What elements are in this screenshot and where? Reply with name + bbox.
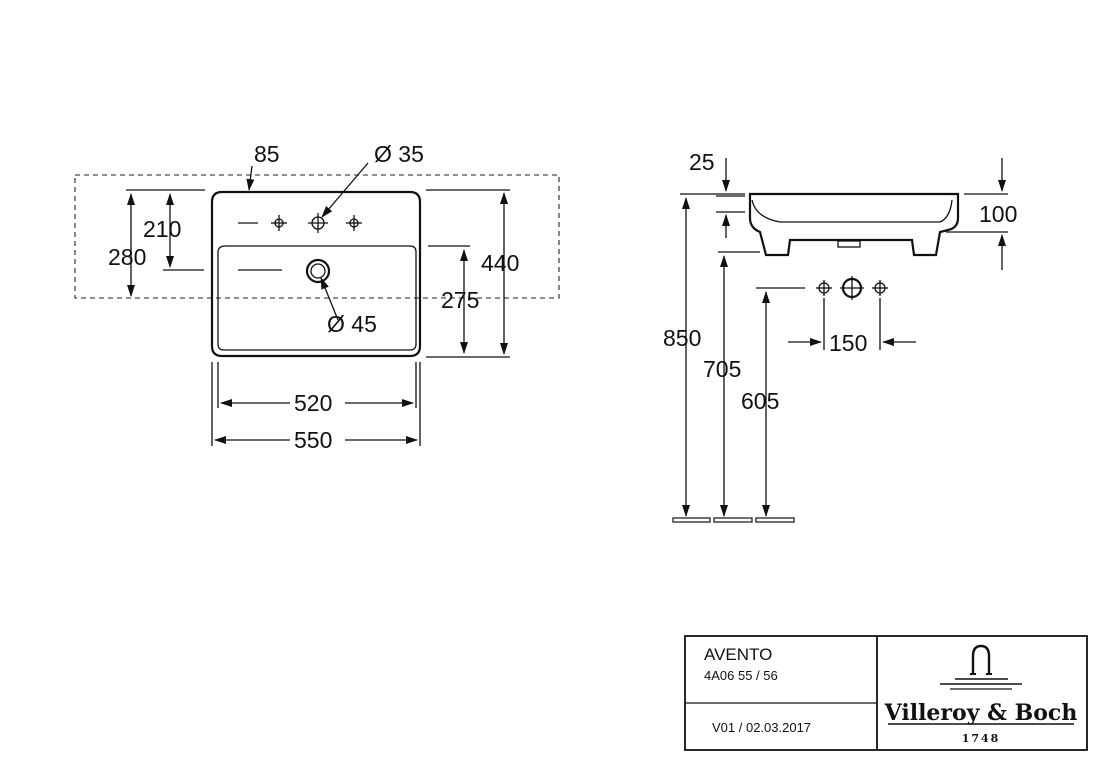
dim-dia45: Ø 45 — [327, 311, 377, 337]
dim-520: 520 — [294, 390, 332, 416]
dim-dia35: Ø 35 — [374, 141, 424, 167]
dim-850: 850 — [663, 325, 701, 351]
version-date: V01 / 02.03.2017 — [712, 720, 811, 735]
article-numbers: 4A06 55 / 56 — [704, 668, 778, 683]
dim-25: 25 — [689, 149, 715, 175]
brand-logo-mark — [940, 644, 1022, 690]
basin-bowl-profile — [751, 199, 953, 223]
dim-440: 440 — [481, 250, 519, 276]
wall-connection-waste — [840, 276, 864, 300]
waste-stub — [837, 240, 861, 248]
dim-605: 605 — [741, 388, 779, 414]
dim-275: 275 — [441, 287, 479, 313]
floor-marker-605 — [755, 517, 795, 523]
top-view: 85 Ø 35 210 280 440 275 Ø 45 520 550 — [74, 141, 560, 453]
tap-hole-left — [271, 215, 287, 231]
dim-100: 100 — [979, 201, 1017, 227]
wall-connection-left — [816, 280, 832, 296]
tap-hole-center — [308, 213, 328, 233]
basin-outer-outline — [210, 190, 422, 358]
tap-hole-right — [346, 215, 362, 231]
dim-150: 150 — [829, 330, 867, 356]
brand-name: Villeroy & Boch — [884, 700, 1078, 726]
wall-connection-right — [872, 280, 888, 296]
title-block: AVENTO 4A06 55 / 56 V01 / 02.03.2017 Vil… — [684, 635, 1088, 751]
dim-210: 210 — [143, 216, 181, 242]
basin-inner-bowl — [217, 245, 417, 351]
floor-marker-850 — [672, 517, 711, 523]
counter-outline — [74, 174, 560, 299]
dim-280: 280 — [108, 244, 146, 270]
side-view: 25 100 850 705 605 150 — [663, 149, 1017, 523]
floor-marker-705 — [713, 517, 753, 523]
product-name: AVENTO — [704, 645, 772, 664]
dim-85: 85 — [254, 141, 280, 167]
basin-side-profile — [748, 192, 960, 257]
dim-705: 705 — [703, 356, 741, 382]
waste-outlet — [305, 258, 331, 284]
brand-year: 1748 — [962, 732, 1001, 745]
dim-550: 550 — [294, 427, 332, 453]
